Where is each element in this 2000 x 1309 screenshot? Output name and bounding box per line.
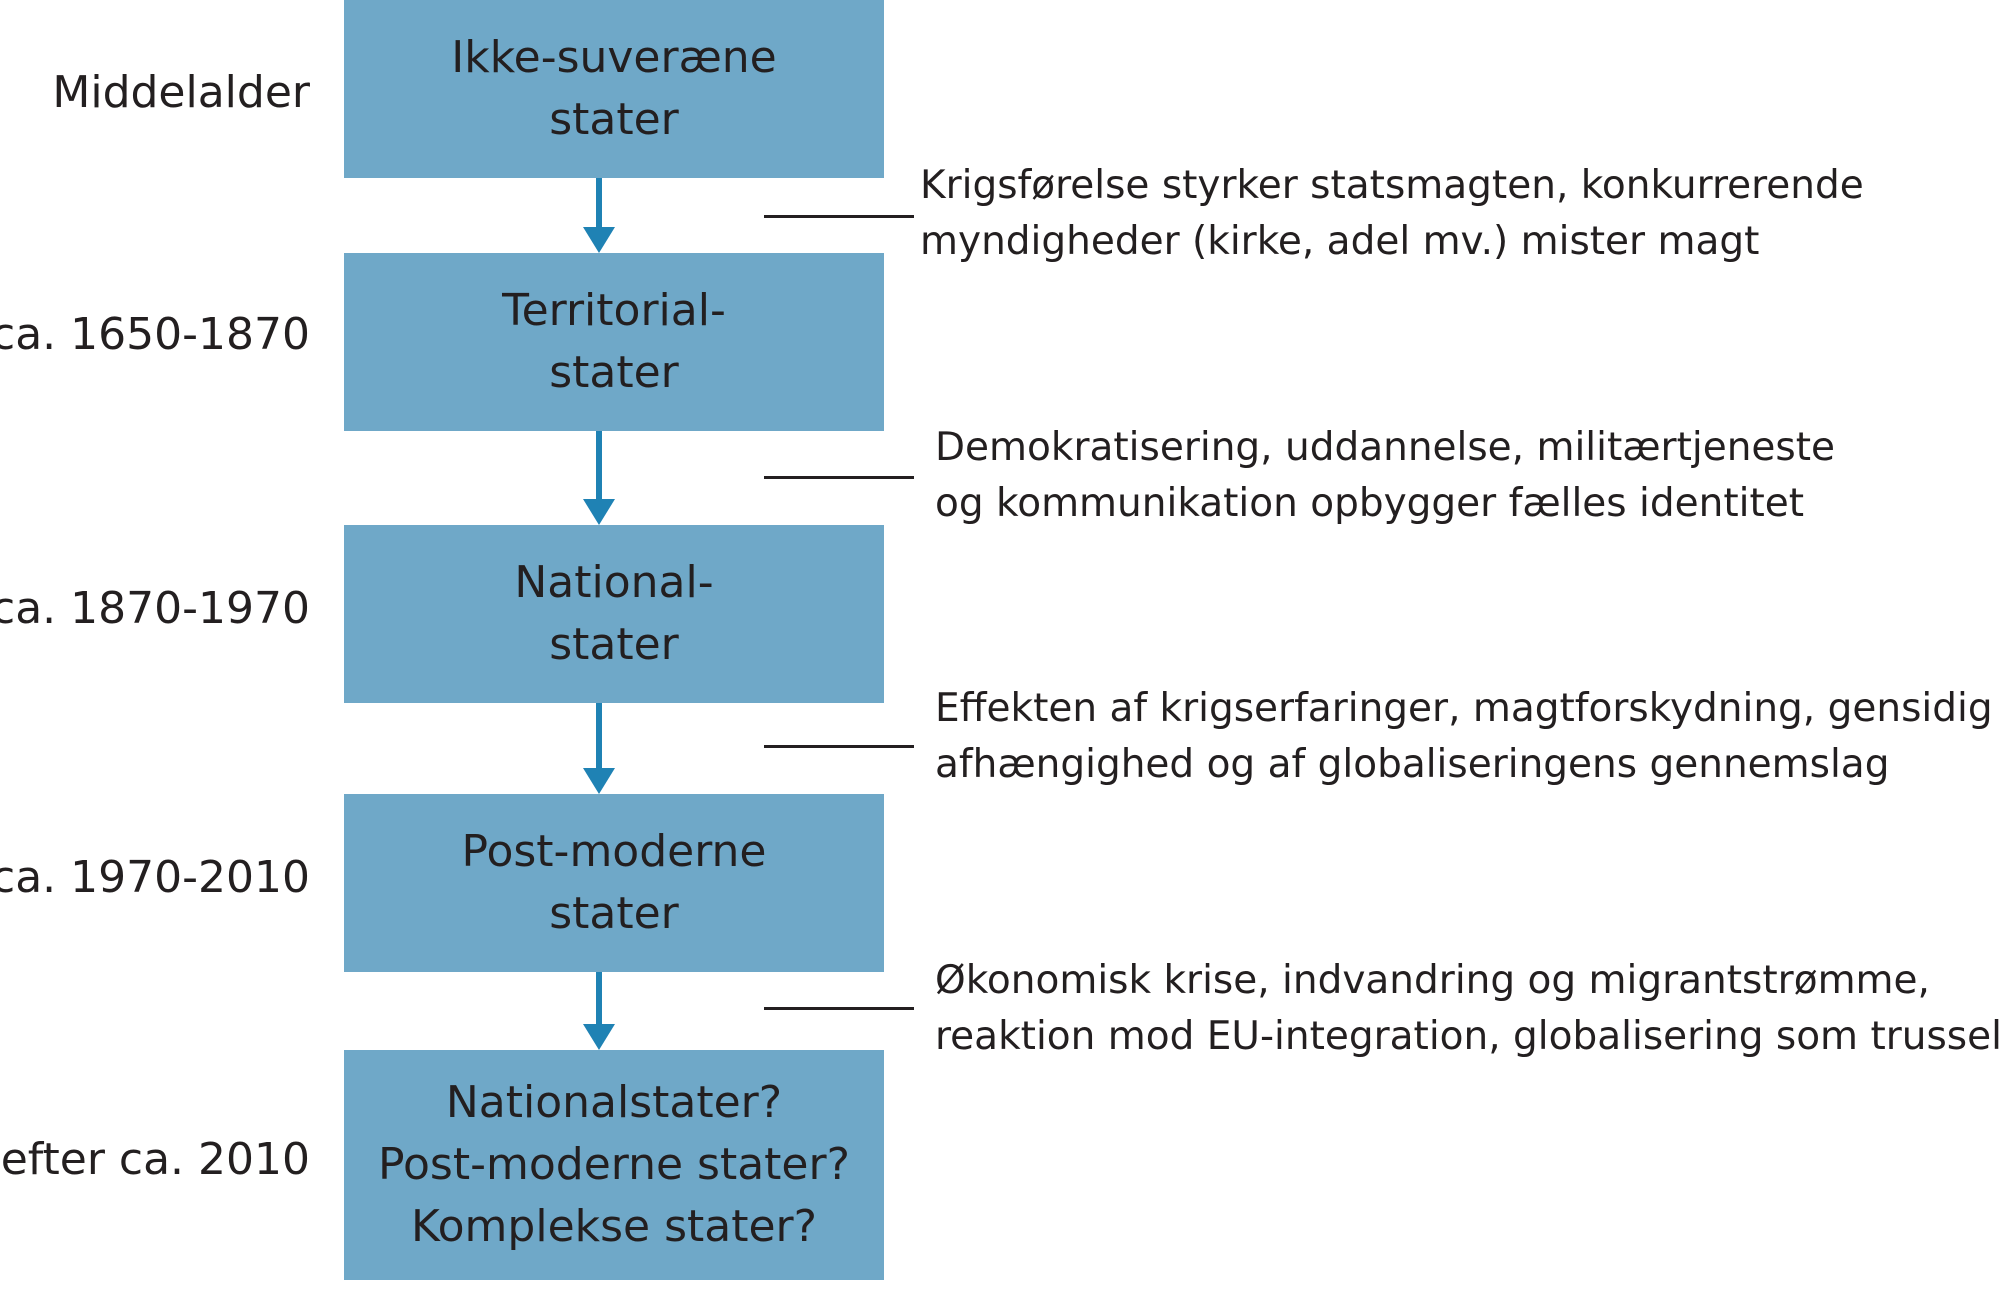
transition-note-line: myndigheder (kirke, adel mv.) mister mag… [920, 219, 1760, 264]
arrow-head [583, 499, 615, 525]
stage-box-line: Ikke-suveræne [451, 32, 777, 83]
transition-note-line: Demokratisering, uddannelse, militærtjen… [935, 425, 1836, 470]
stage-box-line: Territorial- [502, 285, 726, 336]
stage-box-line: National- [514, 557, 714, 608]
down-arrow-icon [583, 431, 615, 525]
annotation-connector-line [764, 1007, 914, 1010]
stage-box-line: Post-moderne stater? [378, 1139, 850, 1190]
period-label-1650-1870: ca. 1650-1870 [0, 309, 310, 360]
arrow-head [583, 1024, 615, 1050]
arrow-shaft [596, 431, 602, 502]
down-arrow-icon [583, 703, 615, 794]
transition-note-3: Effekten af krigserfaringer, magtforskyd… [935, 681, 1993, 793]
stage-box-territorial: Territorial- stater [344, 253, 884, 431]
period-label-after-2010: efter ca. 2010 [0, 1134, 310, 1185]
transition-note-line: reaktion mod EU-integration, globaliseri… [935, 1014, 2000, 1059]
stage-box-post-modern: Post-moderne stater [344, 794, 884, 972]
stage-box-line: stater [549, 888, 679, 939]
stage-box-line: Nationalstater? [445, 1077, 783, 1128]
stage-box-line: stater [549, 347, 679, 398]
arrow-shaft [596, 972, 602, 1027]
stage-box-line: Komplekse stater? [410, 1201, 818, 1252]
transition-note-line: og kommunikation opbygger fælles identit… [935, 481, 1805, 526]
transition-note-1: Krigsførelse styrker statsmagten, konkur… [920, 158, 1864, 270]
annotation-connector-line [764, 476, 914, 479]
stage-box-line: stater [549, 94, 679, 145]
transition-note-line: Effekten af krigserfaringer, magtforskyd… [935, 686, 1993, 731]
annotation-connector-line [764, 215, 914, 218]
arrow-shaft [596, 178, 602, 230]
period-label-1970-2010: ca. 1970-2010 [0, 852, 310, 903]
stage-box-national: National- stater [344, 525, 884, 703]
period-label-middelalder: Middelalder [52, 67, 310, 118]
down-arrow-icon [583, 178, 615, 253]
stage-box-non-sovereign: Ikke-suveræne stater [344, 0, 884, 178]
stage-box-line: stater [549, 619, 679, 670]
transition-note-2: Demokratisering, uddannelse, militærtjen… [935, 420, 1835, 532]
arrow-shaft [596, 703, 602, 771]
stage-box-future: Nationalstater? Post-moderne stater? Kom… [344, 1050, 884, 1280]
arrow-head [583, 227, 615, 253]
transition-note-4: Økonomisk krise, indvandring og migrants… [935, 953, 2000, 1065]
transition-note-line: Økonomisk krise, indvandring og migrants… [935, 958, 1930, 1003]
down-arrow-icon [583, 972, 615, 1050]
transition-note-line: Krigsførelse styrker statsmagten, konkur… [920, 163, 1864, 208]
period-label-1870-1970: ca. 1870-1970 [0, 583, 310, 634]
annotation-connector-line [764, 745, 914, 748]
arrow-head [583, 768, 615, 794]
stage-box-line: Post-moderne [461, 826, 767, 877]
transition-note-line: afhængighed og af globaliseringens genne… [935, 742, 1890, 787]
